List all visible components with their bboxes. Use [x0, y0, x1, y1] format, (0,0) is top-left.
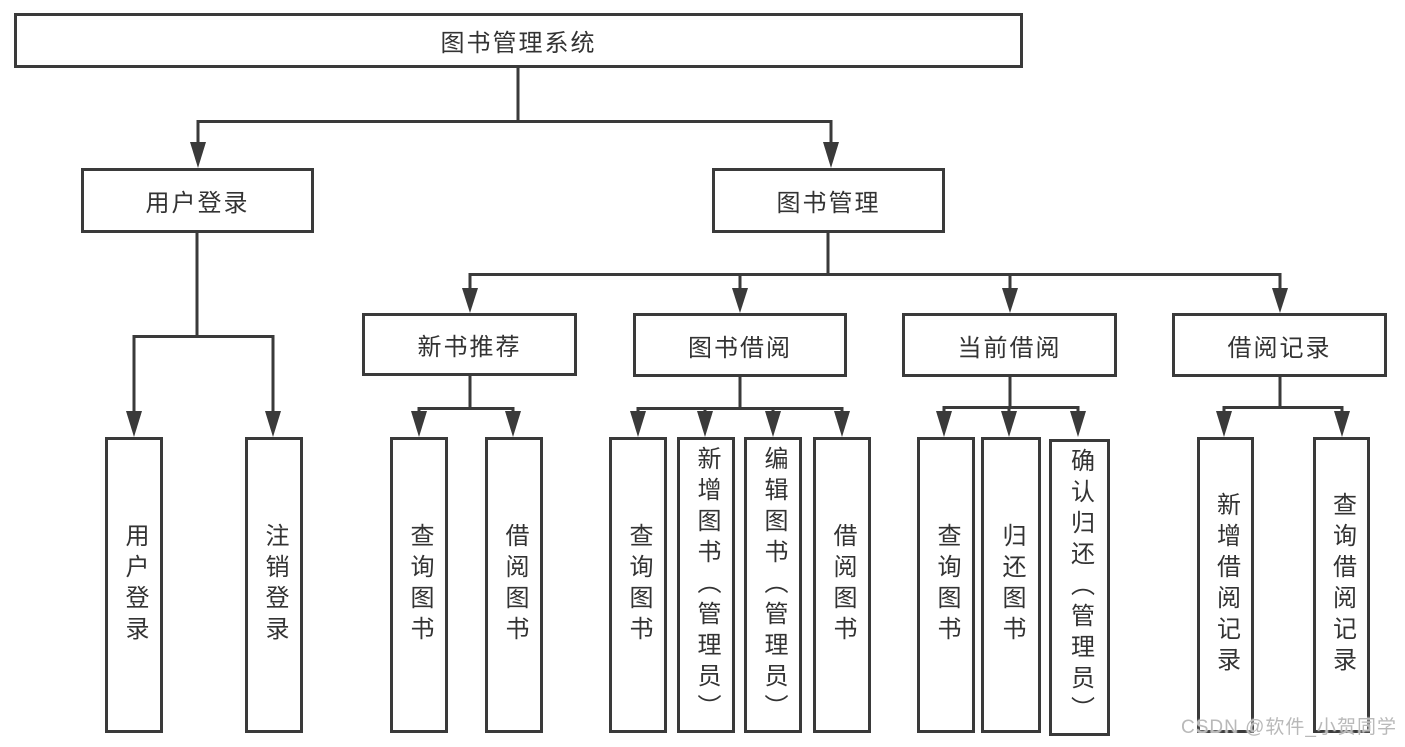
- node-confirm-return-admin: 确认归还（管理员）: [1049, 439, 1110, 736]
- node-library-system: 图书管理系统: [14, 13, 1023, 68]
- node-user-login-leaf: 用户登录: [105, 437, 163, 733]
- node-query-books-borrow: 查询图书: [609, 437, 667, 733]
- node-query-books-recommend: 查询图书: [390, 437, 448, 733]
- connector-arrowheads: [126, 142, 1350, 437]
- node-query-books-current: 查询图书: [917, 437, 975, 733]
- node-new-book-recommend: 新书推荐: [362, 313, 577, 376]
- node-book-borrow: 图书借阅: [633, 313, 847, 377]
- node-book-management: 图书管理: [712, 168, 945, 233]
- node-query-borrow-record: 查询借阅记录: [1313, 437, 1370, 733]
- node-edit-books-admin: 编辑图书（管理员）: [744, 437, 802, 733]
- node-user-login: 用户登录: [81, 168, 314, 233]
- node-borrow-records: 借阅记录: [1172, 313, 1387, 377]
- node-return-books: 归还图书: [981, 437, 1041, 733]
- node-borrow-books-leaf: 借阅图书: [813, 437, 871, 733]
- node-logout: 注销登录: [245, 437, 303, 733]
- watermark: CSDN @软件_小贺同学: [1181, 717, 1397, 738]
- node-borrow-books-recommend: 借阅图书: [485, 437, 543, 733]
- node-add-books-admin: 新增图书（管理员）: [677, 437, 735, 733]
- node-current-borrow: 当前借阅: [902, 313, 1117, 377]
- node-add-borrow-record: 新增借阅记录: [1197, 437, 1254, 733]
